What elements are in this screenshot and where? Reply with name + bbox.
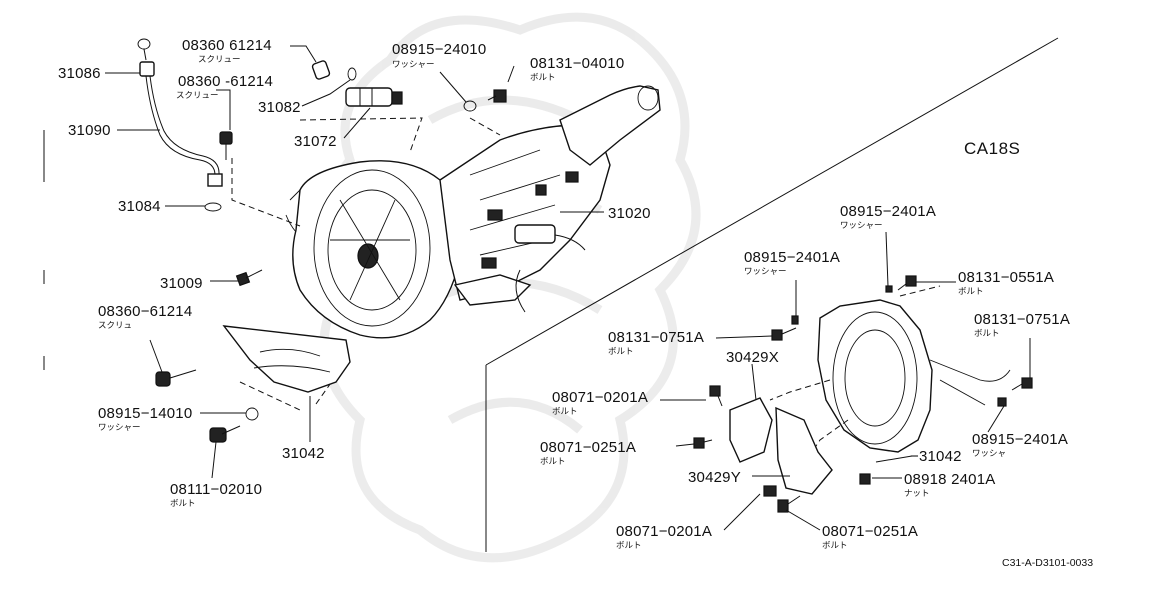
desc-08915-2401A-right: ワッシャ — [972, 449, 1006, 459]
converter-housing-ca18s — [769, 285, 1011, 471]
label-08915-2401A-mid: 08915−2401A — [744, 249, 840, 266]
engine-code: CA18S — [964, 139, 1020, 158]
label-08131-0551A: 08131−0551A — [958, 269, 1054, 286]
label-31090: 31090 — [68, 122, 111, 139]
diagram-code: C31-A-D3101-0033 — [1002, 557, 1093, 569]
bolt-08071-0251A-top — [693, 437, 713, 449]
desc-08915-2401A-top: ワッシャー — [840, 221, 883, 231]
desc-08360-b: スクリュー — [176, 91, 219, 101]
section-divider — [485, 37, 1059, 366]
bolt-08111-02010 — [209, 425, 241, 443]
desc-08071-0251A-top: ボルト — [540, 457, 566, 467]
guide-line — [299, 117, 423, 153]
desc-08360-a: スクリュー — [198, 55, 241, 65]
desc-08915-2401A-mid: ワッシャー — [744, 267, 787, 277]
guide-line — [469, 117, 501, 136]
bolt-08071-0251A-bottom — [777, 495, 801, 513]
label-08360-c: 08360−61214 — [98, 303, 192, 320]
desc-08915-14010: ワッシャー — [98, 423, 141, 433]
desc-08071-0201A-bottom: ボルト — [616, 541, 642, 551]
bolt-31009 — [235, 269, 263, 287]
desc-08918: ナット — [904, 489, 930, 499]
bolt-08131-0551A — [897, 275, 917, 291]
label-08071-0251A-bottom: 08071−0251A — [822, 523, 918, 540]
label-30429X: 30429X — [726, 349, 779, 366]
bolt-08131-0751A-left — [771, 327, 797, 341]
label-30429Y: 30429Y — [688, 469, 741, 486]
label-08071-0201A-bottom: 08071−0201A — [616, 523, 712, 540]
washer-08915-14010 — [245, 407, 259, 421]
desc-08111-02010: ボルト — [170, 499, 196, 509]
desc-08131-0751A-left: ボルト — [608, 347, 634, 357]
washer-08915-2401A-mid — [791, 315, 799, 325]
washer-08915-2401A-top — [885, 285, 893, 293]
bolt-08071-0201A-top — [709, 385, 723, 407]
label-31082: 31082 — [258, 99, 301, 116]
label-08111-02010: 08111−02010 — [170, 481, 262, 498]
bolt-08131-0751A-right — [1011, 377, 1033, 391]
washer-08915-24010 — [463, 100, 477, 112]
label-08915-2401A-right: 08915−2401A — [972, 431, 1068, 448]
desc-08131-0551A: ボルト — [958, 287, 984, 297]
label-08915-14010: 08915−14010 — [98, 405, 192, 422]
guide-line — [231, 158, 301, 227]
label-31042-left: 31042 — [282, 445, 325, 462]
label-08071-0201A-top: 08071−0201A — [552, 389, 648, 406]
label-31009: 31009 — [160, 275, 203, 292]
dipstick-assembly — [137, 38, 223, 212]
transmission-assembly — [285, 85, 661, 339]
desc-08915-24010: ワッシャー — [392, 60, 435, 70]
label-08360-b: 08360 -61214 — [178, 73, 273, 90]
desc-08131-0751A-right: ボルト — [974, 329, 1000, 339]
cover-plate-31042 — [222, 325, 351, 393]
label-31020: 31020 — [608, 205, 651, 222]
washer-08915-2401A-right — [997, 397, 1007, 407]
desc-08131-04010: ボルト — [530, 73, 556, 83]
bracket-30429X — [729, 397, 773, 463]
label-31084: 31084 — [118, 198, 161, 215]
label-08131-0751A-left: 08131−0751A — [608, 329, 704, 346]
oring-31082 — [347, 67, 357, 81]
label-08918: 08918 2401A — [904, 471, 995, 488]
screw-08360-a — [311, 60, 331, 80]
label-08131-04010: 08131−04010 — [530, 55, 624, 72]
label-08360-a: 08360 61214 — [182, 37, 272, 54]
label-08915-24010: 08915−24010 — [392, 41, 486, 58]
bracket-30429Y — [775, 406, 833, 495]
desc-08360-c: スクリュ — [98, 321, 132, 331]
leader-lines — [105, 45, 1031, 531]
label-08071-0251A-top: 08071−0251A — [540, 439, 636, 456]
desc-08071-0201A-top: ボルト — [552, 407, 578, 417]
screw-08360-b — [219, 131, 233, 160]
bolt-08071-0201A-bottom — [763, 485, 777, 497]
nut-08918 — [859, 473, 871, 485]
label-31072: 31072 — [294, 133, 337, 150]
screw-08360-c — [155, 369, 197, 387]
label-31042-right: −31042 — [910, 448, 962, 465]
label-08915-2401A-top: 08915−2401A — [840, 203, 936, 220]
bolt-08131-04010 — [487, 89, 507, 103]
speed-sensor-31072 — [345, 87, 403, 107]
label-31086: 31086 — [58, 65, 101, 82]
desc-08071-0251A-bottom: ボルト — [822, 541, 848, 551]
label-08131-0751A-right: 08131−0751A — [974, 311, 1070, 328]
